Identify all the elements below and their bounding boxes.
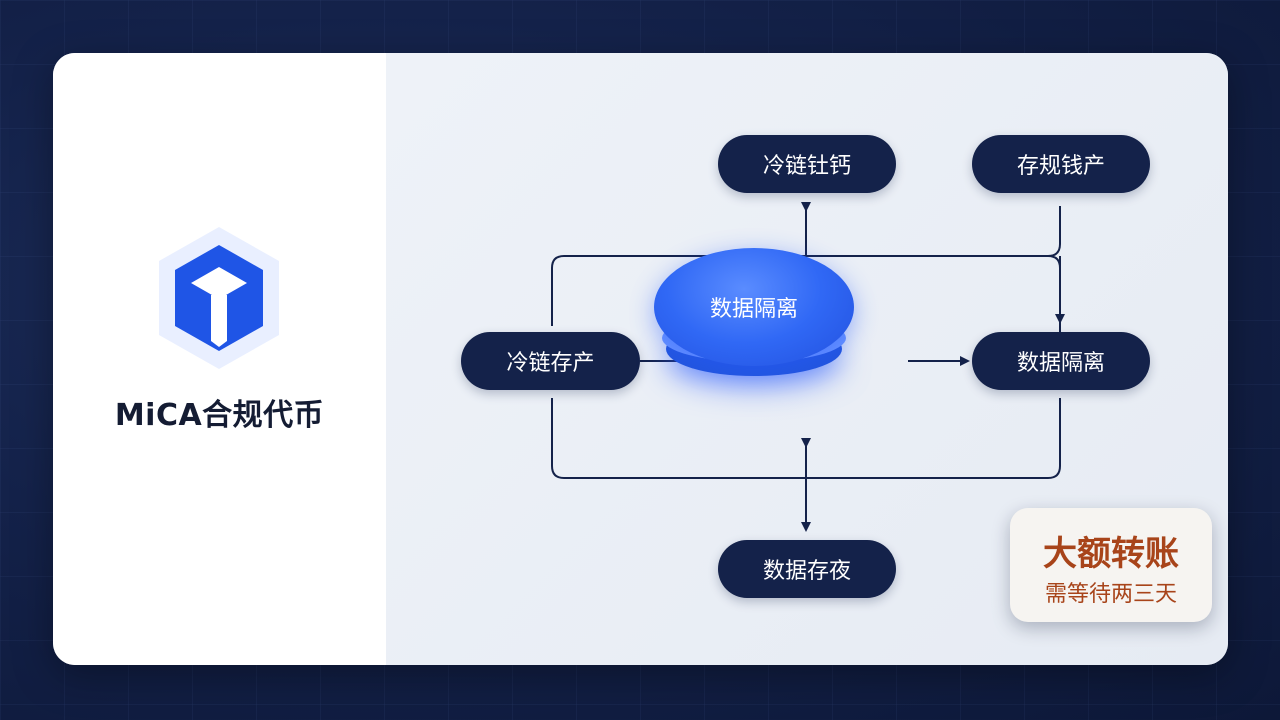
node-left: 冷链存产 bbox=[461, 332, 640, 390]
note-callout: 大额转账 需等待两三天 bbox=[1010, 508, 1212, 622]
center-node-label: 数据隔离 bbox=[654, 248, 854, 366]
note-subtitle: 需等待两三天 bbox=[1044, 582, 1177, 607]
top-right-connector bbox=[1047, 206, 1061, 257]
brand-title: MiCA合规代币 bbox=[114, 398, 325, 433]
node-top-right: 存规钱产 bbox=[972, 135, 1150, 193]
node-center: 数据隔离 bbox=[654, 248, 854, 378]
hexagon-cube-icon bbox=[151, 223, 287, 373]
node-bottom: 数据存夜 bbox=[718, 540, 896, 598]
node-top-center: 冷链钍钙 bbox=[718, 135, 896, 193]
note-title: 大额转账 bbox=[1043, 534, 1179, 574]
brand-panel: MiCA合规代币 bbox=[53, 53, 386, 665]
node-right: 数据隔离 bbox=[972, 332, 1150, 390]
